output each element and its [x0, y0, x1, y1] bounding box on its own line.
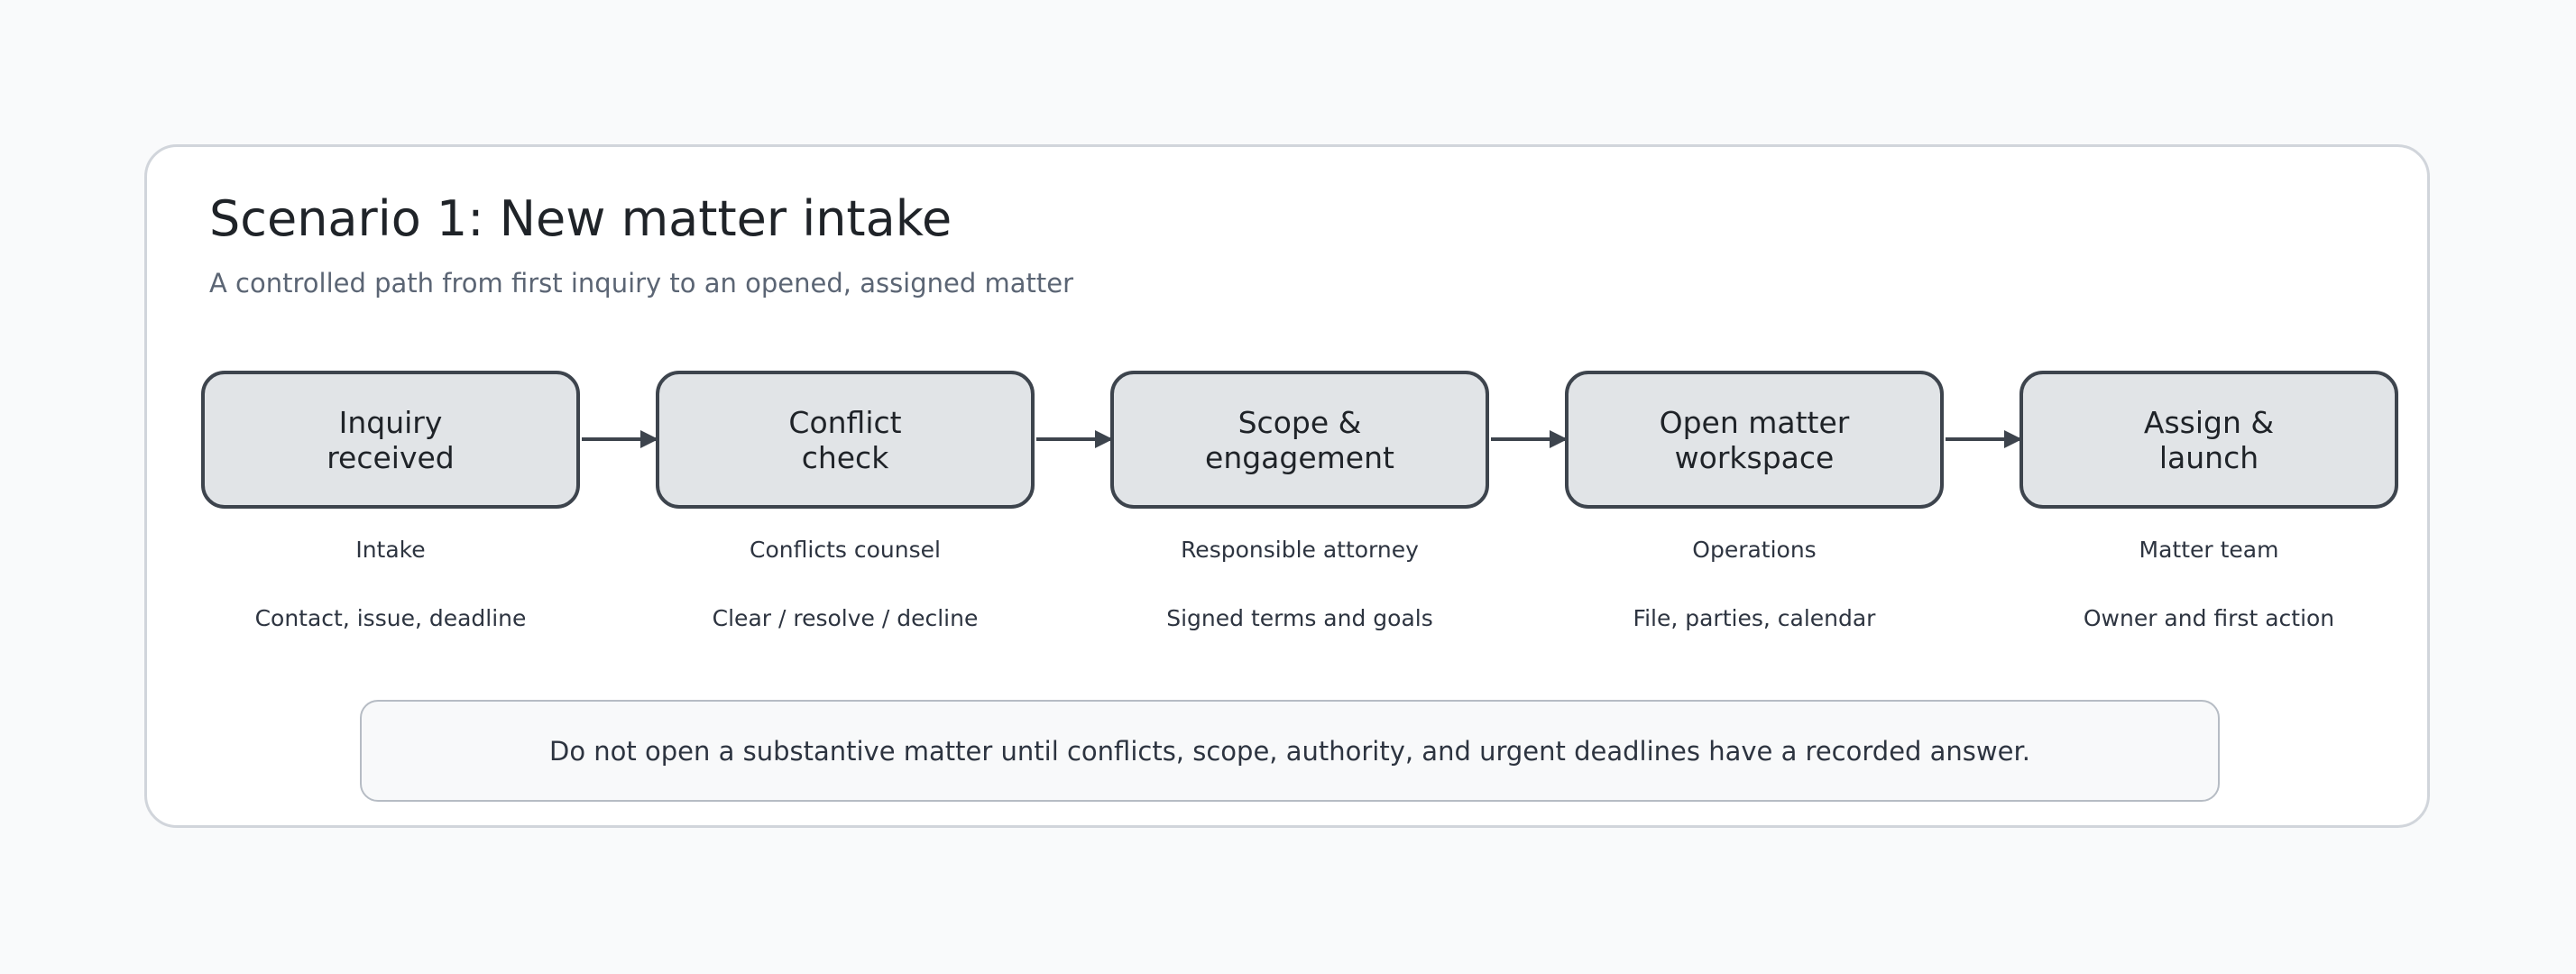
step-output: Clear / resolve / decline [712, 605, 979, 631]
step-label: Inquiry received [327, 404, 455, 475]
step-owner: Operations [1692, 537, 1817, 563]
step-output: Owner and first action [2083, 605, 2335, 631]
step-label: Open matter workspace [1659, 404, 1850, 475]
step-output: Signed terms and goals [1166, 605, 1433, 631]
step-output: Contact, issue, deadline [254, 605, 527, 631]
step-inquiry-received: Inquiry received [201, 371, 580, 509]
step-label: Scope & engagement [1205, 404, 1394, 475]
step-owner: Conflicts counsel [750, 537, 941, 563]
step-assign-launch: Assign & launch [2019, 371, 2398, 509]
policy-note: Do not open a substantive matter until c… [360, 700, 2220, 802]
step-owner: Intake [355, 537, 426, 563]
diagram-title: Scenario 1: New matter intake [209, 190, 952, 247]
step-label: Assign & launch [2143, 404, 2275, 475]
step-open-matter-workspace: Open matter workspace [1565, 371, 1944, 509]
step-owner: Responsible attorney [1181, 537, 1419, 563]
step-output: File, parties, calendar [1633, 605, 1876, 631]
step-conflict-check: Conflict check [656, 371, 1035, 509]
step-scope-engagement: Scope & engagement [1110, 371, 1489, 509]
policy-note-text: Do not open a substantive matter until c… [549, 735, 2030, 767]
step-label: Conflict check [788, 404, 902, 475]
step-owner: Matter team [2139, 537, 2279, 563]
diagram-subtitle: A controlled path from first inquiry to … [209, 268, 1074, 299]
